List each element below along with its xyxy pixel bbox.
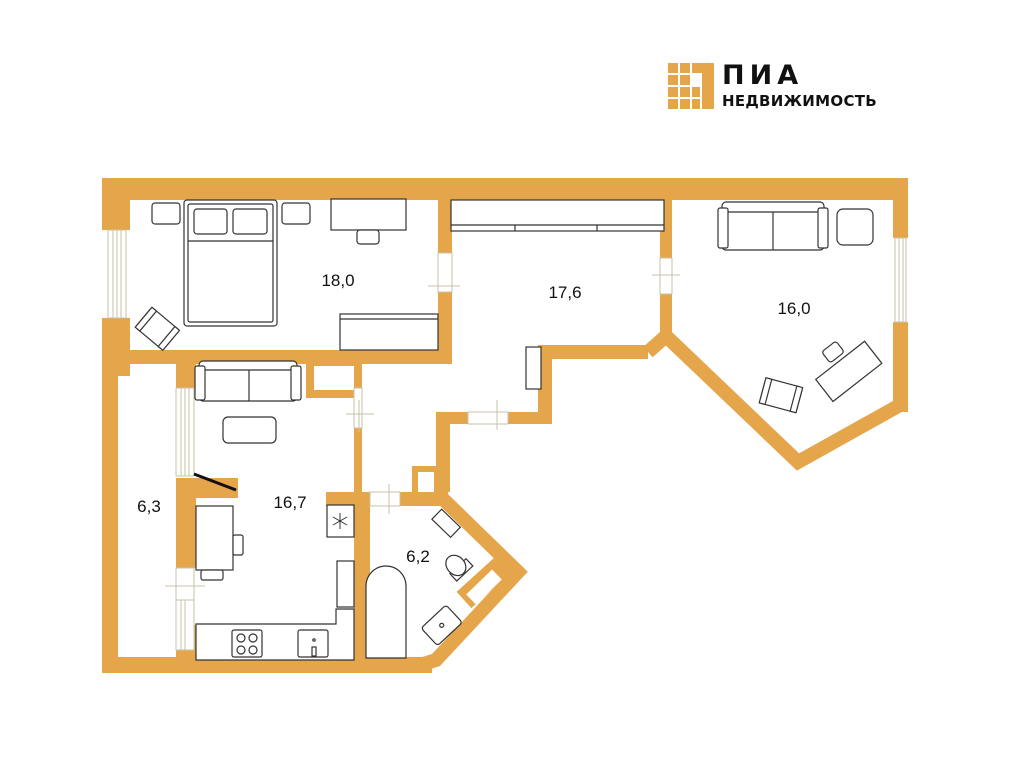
furniture: [134, 198, 883, 661]
nightstand-right: [281, 202, 311, 225]
balcony-door-leaf: [193, 472, 237, 492]
room-area-kitchen: 16,7: [273, 493, 307, 512]
brand-logo: ПИА НЕДВИЖИМОСТЬ: [668, 62, 877, 109]
stove: [231, 629, 263, 658]
pouf: [836, 208, 874, 246]
shoe-cabinet: [525, 346, 542, 390]
kitchen-cabinet: [336, 560, 355, 608]
bathtub: [365, 565, 407, 659]
armchair: [134, 306, 181, 352]
desk: [330, 198, 407, 231]
room-area-hall: 17,6: [548, 283, 582, 302]
doors: [165, 252, 680, 601]
room-area-bedroom: 18,0: [321, 271, 355, 290]
logo-grid-icon: [668, 62, 714, 109]
room-area-balcony: 6,3: [137, 497, 161, 516]
toilet: [445, 554, 474, 582]
office-desk: [814, 340, 883, 403]
coffee-table: [222, 416, 277, 444]
nightstand-left: [151, 202, 181, 225]
washbasin: [421, 605, 462, 646]
wardrobe: [339, 313, 439, 351]
snowflake-icon: [332, 513, 348, 529]
brand-title: ПИА: [722, 60, 804, 91]
room-area-bathroom: 6,2: [406, 547, 430, 566]
sink: [297, 629, 329, 658]
windows: [107, 229, 907, 651]
dining-table: [195, 505, 234, 571]
brand-subtitle: НЕДВИЖИМОСТЬ: [722, 92, 878, 110]
hall-wardrobe: [450, 199, 665, 232]
kitchen-sofa: [198, 360, 298, 402]
chair: [356, 229, 380, 245]
room-area-living: 16,0: [777, 299, 811, 318]
washing-machine: [431, 508, 462, 539]
living-armchair: [758, 377, 804, 414]
kitchen-counter: [195, 608, 355, 661]
